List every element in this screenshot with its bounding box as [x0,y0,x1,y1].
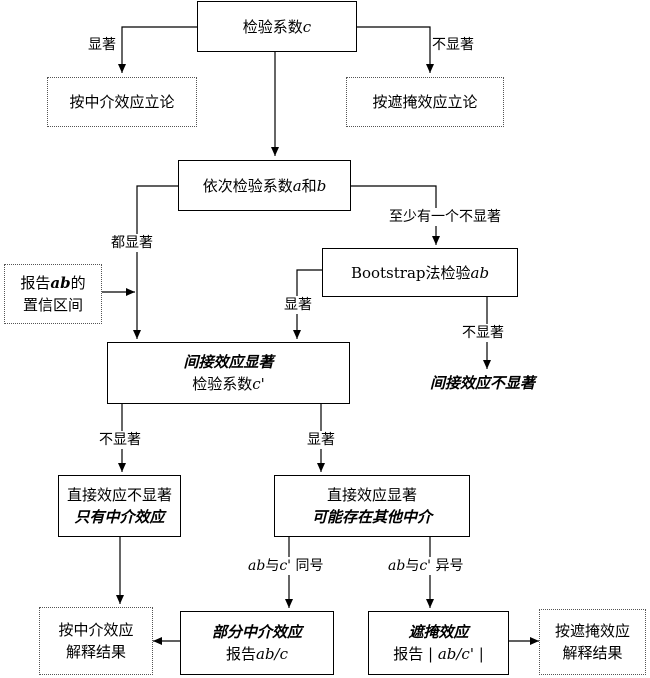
node-test-ab: 依次检验系数a和b [178,160,351,211]
label-c-nonsig: 不显著 [99,431,141,449]
node-mediation-result: 按中介效应 解释结果 [39,607,153,675]
edge-boot-sig [293,269,322,339]
edge-c-sig [118,26,197,73]
node-masking-effect: 遮掩效应 报告 | ab/c' | [368,611,509,675]
node-indirect-nonsig: 间接效应不显著 [430,374,536,392]
label-c-sig: 显著 [307,431,335,449]
edge-c-nonsig [357,26,434,73]
node-masking-result: 按遮掩效应 解释结果 [539,609,646,675]
edge-ab-allsig [133,185,178,339]
node-direct-sig: 直接效应显著 可能存在其他中介 [274,475,470,537]
node-mediation-theory: 按中介效应立论 [47,77,197,127]
node-masking-theory: 按遮掩效应立论 [346,77,504,127]
label-all-sig: 都显著 [111,234,153,252]
node-partial-mediation: 部分中介效应 报告ab/c [180,611,334,675]
node-bootstrap: Bootstrap法检验ab [322,248,518,297]
label-nonsig-right: 不显著 [432,37,474,53]
label-diff-sign: ab与c' 异号 [388,557,464,575]
node-report-ci: 报告ab的 置信区间 [4,264,102,324]
label-sig-left: 显著 [88,37,116,53]
label-same-sign: ab与c' 同号 [248,557,324,575]
node-test-c: 检验系数c [197,1,357,52]
node-direct-nonsig: 直接效应不显著 只有中介效应 [58,475,181,537]
label-boot-nonsig: 不显著 [462,324,504,342]
label-at-least-one-nonsig: 至少有一个不显著 [389,208,501,226]
node-indirect-sig: 间接效应显著 检验系数c' [107,342,350,404]
label-boot-sig: 显著 [284,296,312,314]
